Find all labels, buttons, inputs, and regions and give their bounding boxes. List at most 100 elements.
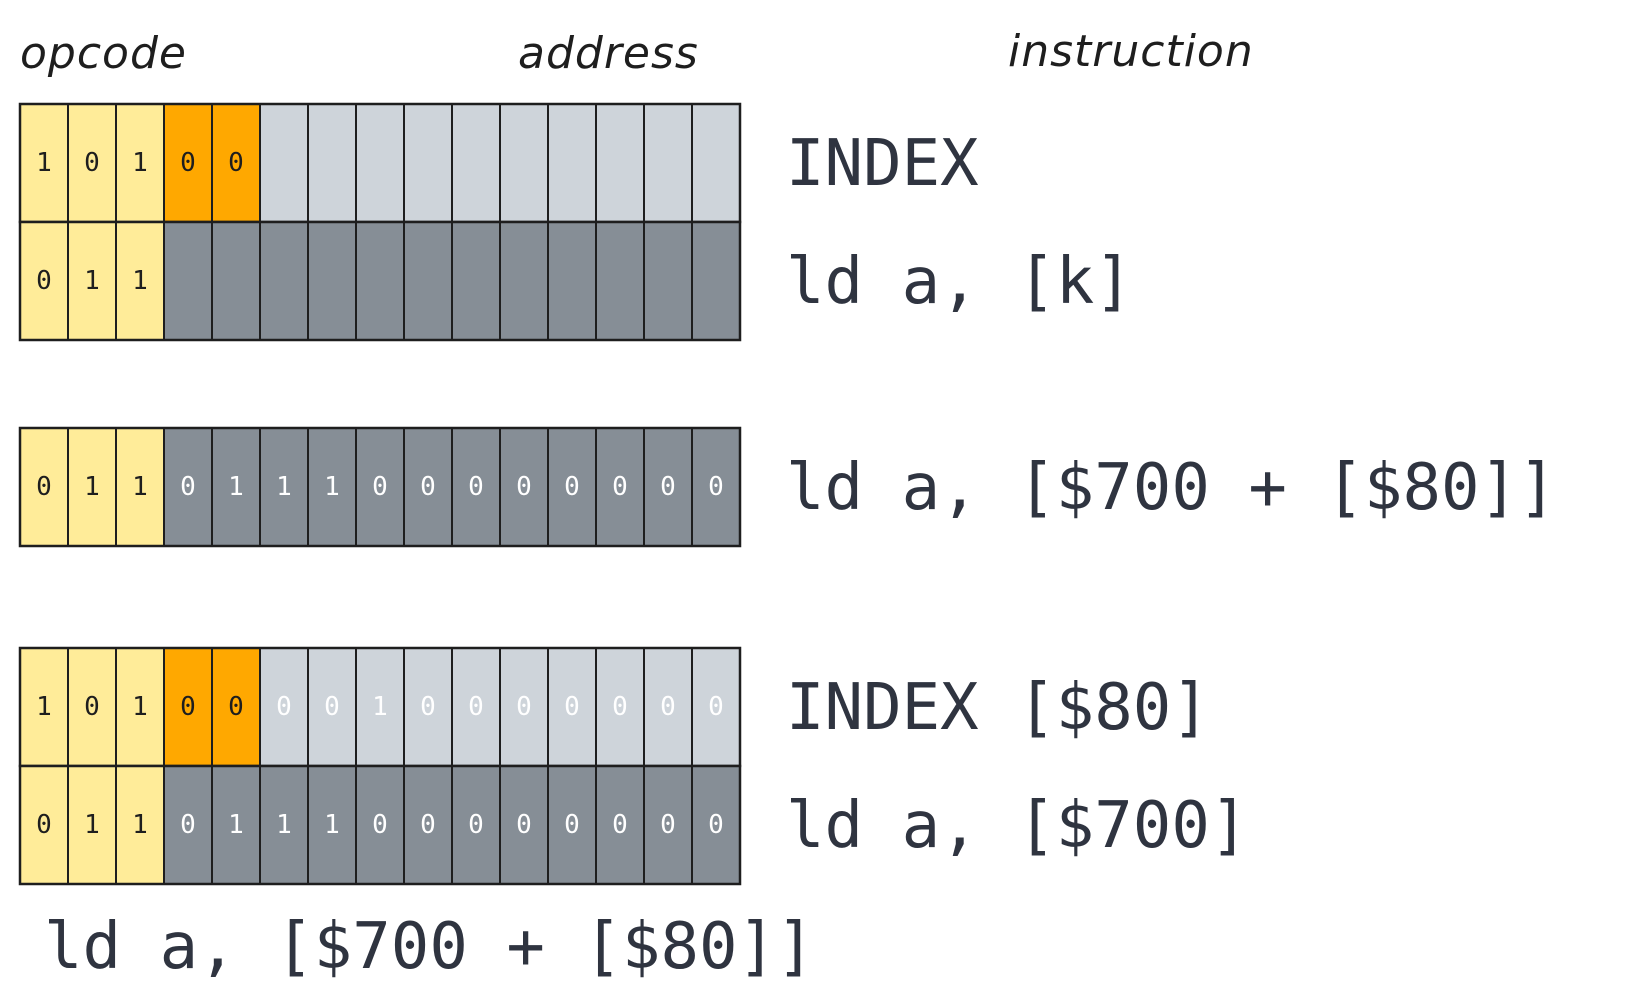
address-bit-cell xyxy=(451,427,501,547)
flag-bit-label: 0 xyxy=(228,692,244,722)
address-bit-label: 0 xyxy=(516,692,532,722)
address-bit-label: 0 xyxy=(468,472,484,502)
address-bit-label: 1 xyxy=(372,692,388,722)
address-bit-cell xyxy=(643,103,693,223)
address-bit-cell xyxy=(403,427,453,547)
address-bit-label: 0 xyxy=(324,692,340,722)
address-bit-label: 1 xyxy=(276,472,292,502)
address-bit-cell xyxy=(451,103,501,223)
address-bit-cell xyxy=(163,427,213,547)
instruction-rows: 1 0 1 0 0 INDEX 0 1 1 ld a, [k] 0 1 1 0 1 1 1 0 0 0 0 0 0 0 0 ld … xyxy=(18,102,1557,886)
opcode-bit-label: 1 xyxy=(84,810,100,840)
address-bit-label: 0 xyxy=(612,810,628,840)
address-bit-label: 0 xyxy=(612,692,628,722)
address-bit-cell xyxy=(547,765,597,885)
opcode-bit-label: 1 xyxy=(132,692,148,722)
opcode-bit-label: 1 xyxy=(132,810,148,840)
opcode-bit-label: 0 xyxy=(84,692,100,722)
flag-bit-label: 0 xyxy=(180,148,196,178)
bit-row-border xyxy=(18,764,742,886)
instruction-text: INDEX [$80] xyxy=(786,671,1210,745)
header-opcode: opcode xyxy=(20,28,187,79)
address-bit-cell xyxy=(547,221,597,341)
instruction-text: INDEX xyxy=(786,127,979,201)
opcode-bit-cell xyxy=(115,647,165,767)
address-bit-cell xyxy=(691,103,741,223)
address-bit-label: 0 xyxy=(660,810,676,840)
address-bit-label: 0 xyxy=(660,692,676,722)
address-bit-cell xyxy=(643,647,693,767)
address-bit-label: 1 xyxy=(228,810,244,840)
bit-row-border xyxy=(18,220,742,342)
address-bit-label: 0 xyxy=(516,472,532,502)
opcode-bit-label: 1 xyxy=(36,692,52,722)
address-bit-label: 0 xyxy=(468,810,484,840)
address-bit-label: 0 xyxy=(708,692,724,722)
instruction-text: ld a, [$700] xyxy=(786,789,1248,863)
address-bit-cell xyxy=(547,647,597,767)
header-address: address xyxy=(518,28,699,79)
address-bit-label: 0 xyxy=(180,472,196,502)
flag-bit-label: 0 xyxy=(180,692,196,722)
opcode-bit-label: 1 xyxy=(84,266,100,296)
flag-bit-cell xyxy=(163,647,213,767)
address-bit-label: 0 xyxy=(516,810,532,840)
address-bit-cell xyxy=(355,221,405,341)
address-bit-label: 0 xyxy=(612,472,628,502)
address-bit-cell xyxy=(307,427,357,547)
opcode-bit-cell xyxy=(67,103,117,223)
address-bit-label: 0 xyxy=(564,810,580,840)
address-bit-cell xyxy=(499,221,549,341)
flag-bit-cell xyxy=(211,647,261,767)
flag-bit-label: 0 xyxy=(228,148,244,178)
opcode-bit-cell xyxy=(19,647,69,767)
opcode-bit-label: 0 xyxy=(36,266,52,296)
address-bit-cell xyxy=(643,221,693,341)
opcode-bit-label: 1 xyxy=(132,472,148,502)
address-bit-label: 0 xyxy=(708,810,724,840)
opcode-bit-label: 0 xyxy=(36,810,52,840)
instruction-text: ld a, [$700 + [$80]] xyxy=(786,451,1557,525)
opcode-bit-label: 0 xyxy=(84,148,100,178)
address-bit-label: 1 xyxy=(324,472,340,502)
address-bit-label: 0 xyxy=(564,472,580,502)
address-bit-label: 1 xyxy=(276,810,292,840)
address-bit-cell xyxy=(643,765,693,885)
address-bit-cell xyxy=(499,103,549,223)
address-bit-cell xyxy=(547,103,597,223)
address-bit-label: 0 xyxy=(420,810,436,840)
address-bit-label: 1 xyxy=(324,810,340,840)
address-bit-cell xyxy=(595,221,645,341)
opcode-bit-cell xyxy=(115,221,165,341)
opcode-bit-label: 1 xyxy=(132,148,148,178)
header-instruction: instruction xyxy=(1008,26,1254,77)
address-bit-label: 0 xyxy=(660,472,676,502)
address-bit-label: 0 xyxy=(276,692,292,722)
address-bit-label: 0 xyxy=(564,692,580,722)
address-bit-cell xyxy=(307,221,357,341)
address-bit-cell xyxy=(403,103,453,223)
address-bit-label: 0 xyxy=(420,472,436,502)
bit-row-border xyxy=(18,426,742,548)
address-bit-cell xyxy=(259,221,309,341)
address-bit-label: 0 xyxy=(708,472,724,502)
address-bit-label: 1 xyxy=(228,472,244,502)
address-bit-cell xyxy=(595,103,645,223)
opcode-bit-cell xyxy=(67,221,117,341)
instruction-text: ld a, [k] xyxy=(786,245,1133,319)
address-bit-label: 0 xyxy=(180,810,196,840)
opcode-bit-label: 1 xyxy=(84,472,100,502)
address-bit-cell xyxy=(403,221,453,341)
address-bit-label: 0 xyxy=(420,692,436,722)
footer-instruction: ld a, [$700 + [$80]] xyxy=(44,910,815,984)
address-bit-cell xyxy=(211,221,261,341)
address-bit-cell xyxy=(163,221,213,341)
address-bit-cell xyxy=(451,221,501,341)
address-bit-cell xyxy=(403,765,453,885)
address-bit-cell xyxy=(307,103,357,223)
